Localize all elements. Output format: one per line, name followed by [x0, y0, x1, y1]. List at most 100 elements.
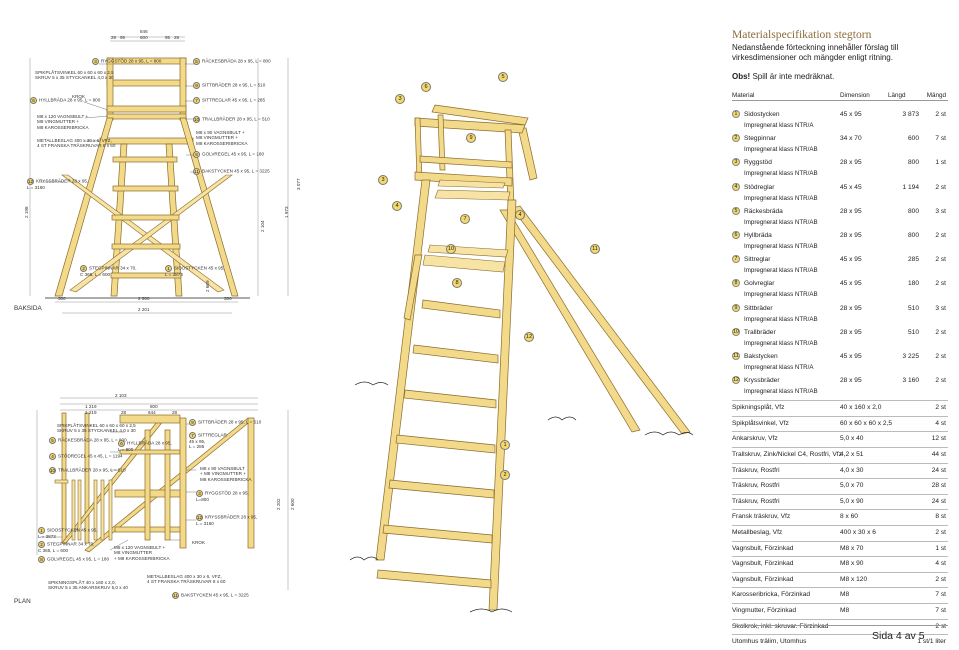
item-dimension: 28 x 95	[840, 304, 862, 312]
hardware-name: Karosseribricka, Förzinkad	[732, 591, 811, 599]
item-treatment: Impregnerat klass NTR/AB	[744, 218, 818, 226]
baksida-caption: BAKSIDA	[14, 305, 42, 312]
item-name: Sittreglar	[744, 256, 771, 264]
plan-dim-2103: 2 103	[115, 393, 127, 398]
item-number-badge: 5	[732, 206, 740, 215]
item-dimension: 45 x 95	[840, 280, 862, 288]
bubble-3: 3	[395, 94, 405, 104]
item-length: 800	[907, 159, 919, 167]
hardware-quantity: 4 st	[935, 419, 946, 427]
hardware-quantity: 28 st	[931, 482, 946, 490]
item-quantity: 2 st	[935, 183, 946, 191]
item-number-badge: 3	[732, 158, 740, 167]
hardware-name: Spikplåtsvinkel, Vfz	[732, 419, 789, 427]
label-metallbeslag: METALLBESLAG 400 x 30 x 6, VFZ, 4 ST FRA…	[37, 138, 116, 149]
bubble-10: 10	[446, 244, 456, 254]
item-name: Bakstycken	[744, 352, 778, 360]
hardware-dimension: 400 x 30 x 6	[840, 529, 876, 536]
bubble-12: 12	[524, 332, 534, 342]
item-length: 1 194	[902, 183, 919, 191]
dim-top-28: 28	[111, 35, 117, 40]
plan-label-spikplatsvinkel: SPIKPLÅTSVINKEL 60 x 60 x 60 x 2,5 SKRUV…	[57, 423, 136, 434]
plan-caption: PLAN	[14, 598, 31, 605]
bubble-3b: 3	[378, 175, 388, 185]
dim-top-95b: 95	[165, 35, 171, 40]
label-spikplatsvinkel: SPIKPLÅTSVINKEL 60 x 60 x 60 x 2,5 SKRUV…	[35, 70, 114, 81]
item-number-badge: 10	[732, 327, 740, 336]
hardware-dimension: 5,0 x 40	[840, 435, 864, 443]
bubble-4b: 4	[515, 210, 525, 220]
item-number-badge: 4	[732, 182, 740, 191]
hardware-quantity: 1 st	[935, 544, 946, 552]
bubble-11: 11	[590, 244, 600, 254]
item-dimension: 28 x 95	[840, 207, 862, 215]
label-m8x90: M8 x 90 VAGNSBULT + M8 VINGMUTTER + M8 K…	[196, 130, 248, 146]
hardware-name: Träskruv, Rostfri	[732, 466, 780, 474]
hardware-dimension: M8 x 90	[840, 560, 864, 568]
dim-top-600: 600	[140, 35, 148, 40]
bubble-5: 5	[498, 72, 508, 82]
item-dimension: 34 x 70	[840, 135, 862, 143]
item-dimension: 45 x 95	[840, 352, 862, 360]
item-number-badge: 2	[732, 134, 740, 143]
hardware-quantity: 7 st	[935, 591, 946, 599]
dim-top-846: 846	[140, 29, 148, 34]
item-name: Hyllbräda	[744, 231, 772, 239]
plan-dim-28b: 28	[172, 410, 178, 415]
item-length: 800	[907, 207, 919, 215]
table-bottom-rule	[732, 625, 948, 626]
hardware-quantity: 2 st	[935, 622, 946, 630]
hardware-name: Träskruv, Rostfri	[732, 497, 780, 505]
item-length: 3 873	[902, 111, 919, 118]
item-number-badge: 9	[732, 303, 740, 312]
hardware-name: Vagnsbult, Förzinkad	[732, 560, 794, 568]
item-length: 3 160	[902, 377, 919, 385]
hardware-name: Träskruv, Rostfri	[732, 482, 780, 490]
item-treatment: Impregnerat klass NTR/AB	[744, 267, 818, 275]
item-dimension: 28 x 95	[840, 159, 862, 167]
hardware-dimension: 5,0 x 90	[840, 497, 864, 505]
hardware-dimension: M8 x 120	[840, 575, 868, 583]
item-number-badge: 12	[732, 376, 740, 385]
bubble-8: 8	[452, 278, 462, 288]
dim-300-left: 300	[58, 296, 66, 301]
hardware-dimension: 40 x 160 x 2,0	[840, 404, 882, 412]
item-number-badge: 6	[732, 230, 740, 239]
hardware-name: Trallskruv, Zink/Nickel C4, Rostfri, Vfz	[732, 451, 842, 459]
item-length: 285	[907, 256, 919, 264]
item-length: 510	[907, 304, 919, 312]
perspective-view	[349, 104, 694, 613]
item-quantity: 3 st	[935, 304, 946, 312]
item-quantity: 2 st	[935, 377, 946, 385]
plan-dim-28a: 28	[121, 410, 127, 415]
plan-label-krok: KROK	[192, 540, 206, 545]
item-treatment: Impregnerat klass NTR/AB	[744, 194, 818, 202]
item-name: Trallbräder	[744, 328, 776, 336]
item-quantity: 2 st	[935, 231, 946, 239]
hardware-dimension: 4,0 x 30	[840, 466, 864, 474]
bubble-7: 7	[460, 214, 470, 224]
header-qty: Mängd	[926, 92, 946, 99]
item-dimension: 28 x 95	[840, 231, 862, 239]
hardware-name: Ankarskruv, Vfz	[732, 435, 778, 443]
technical-drawing: .w{fill:#f3d98a;stroke:#8a6b2a;stroke-wi…	[14, 29, 694, 613]
dim-2669: 2 669	[205, 280, 210, 293]
hardware-quantity: 2 st	[935, 529, 946, 536]
hardware-quantity: 2 st	[935, 575, 946, 583]
item-treatment: Impregnerat klass NTR/AB	[744, 170, 818, 178]
item-quantity: 2 st	[935, 328, 946, 336]
item-name: Stegpinnar	[744, 135, 776, 143]
item-treatment: Impregnerat klass NTR/A	[744, 122, 814, 129]
